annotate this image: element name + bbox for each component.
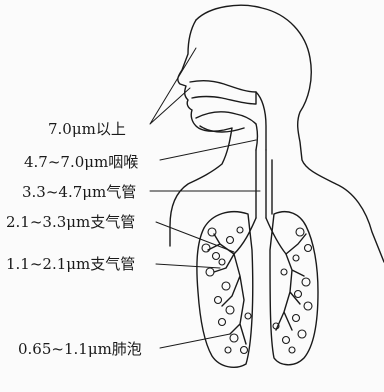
pharynx-front <box>256 124 258 150</box>
label-primary-bronchi: 2.1~3.3μm支气管 <box>6 213 135 231</box>
leader-alveoli <box>160 334 230 348</box>
head-body-outline <box>196 5 384 262</box>
label-secondary-bronchi: 1.1~2.1μm支气管 <box>6 255 135 273</box>
leader-nasal <box>150 48 196 124</box>
label-pharynx: 4.7~7.0μm咽喉 <box>24 153 138 171</box>
label-nasal-oral: 7.0μm以上 <box>48 120 126 138</box>
face-profile <box>170 20 232 246</box>
label-alveoli: 0.65~1.1μm肺泡 <box>18 340 142 358</box>
oral-cavity <box>196 112 256 124</box>
leader-primary-bronchi <box>156 222 234 252</box>
leader-pharynx <box>160 140 256 160</box>
primary-bronchi <box>234 218 286 254</box>
left-bronchial-branches <box>208 234 246 344</box>
label-trachea: 3.3~4.7μm气管 <box>22 183 136 201</box>
nasal-cavity <box>190 81 256 104</box>
leader-secondary-bronchi <box>156 264 220 268</box>
right-lung <box>270 212 318 365</box>
